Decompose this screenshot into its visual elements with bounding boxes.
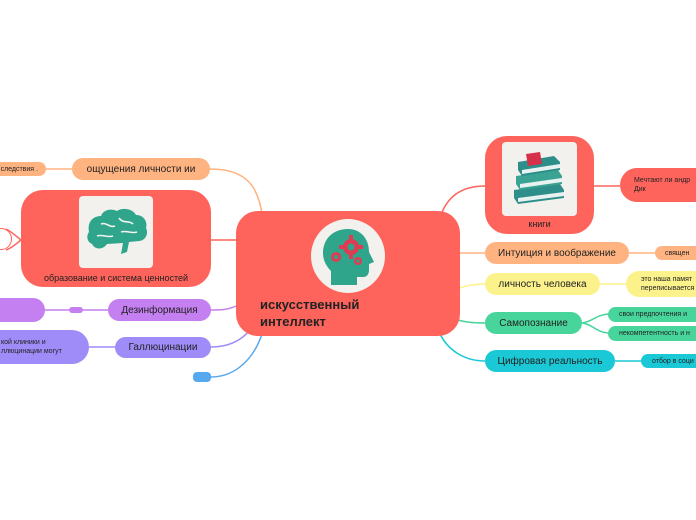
topic-feelings-label: ощущения личности ии xyxy=(86,163,196,175)
topic-disinformation-label: Дезинформация xyxy=(121,304,198,316)
central-topic[interactable]: искусственный интеллект xyxy=(236,211,460,336)
topic-hallucinations-label: Галлюцинации xyxy=(128,342,198,353)
leaf-feelings[interactable]: следствия . xyxy=(0,162,46,176)
leaf-selfknowledge-1[interactable]: свои предпочтения и xyxy=(608,307,696,322)
central-icon-frame xyxy=(311,219,385,293)
topic-selfknowledge[interactable]: Самопознание xyxy=(485,312,582,334)
brain-icon xyxy=(87,208,148,254)
topic-personality-label: личность человека xyxy=(498,278,587,290)
topic-intuition[interactable]: Интуиция и воображение xyxy=(485,242,629,264)
topic-education[interactable]: образование и система ценностей xyxy=(21,190,211,287)
leaf-books[interactable]: Мечтают ли андр Дик xyxy=(620,168,696,202)
topic-digital[interactable]: Цифровая реальность xyxy=(485,350,615,372)
topic-books-label: книги xyxy=(528,219,551,229)
topic-education-label: образование и система ценностей xyxy=(43,273,189,283)
topic-books[interactable]: книги xyxy=(485,136,594,234)
leaf-disinformation-large[interactable] xyxy=(0,298,45,322)
education-image-frame xyxy=(79,196,153,268)
topic-feelings[interactable]: ощущения личности ии xyxy=(72,158,210,180)
books-image-frame xyxy=(502,142,577,216)
central-title: искусственный интеллект xyxy=(260,297,360,329)
leaf-intuition[interactable]: священ xyxy=(655,246,696,260)
leaf-disinformation-small[interactable] xyxy=(69,307,83,313)
leaf-digital[interactable]: отбор в соци xyxy=(641,354,696,368)
topic-hallucinations[interactable]: Галлюцинации xyxy=(115,337,211,358)
leaf-selfknowledge-2[interactable]: некомпетентность и н xyxy=(608,326,696,341)
topic-blue-empty[interactable] xyxy=(193,372,211,382)
books-icon xyxy=(514,152,564,204)
topic-intuition-label: Интуиция и воображение xyxy=(498,247,616,259)
topic-selfknowledge-label: Самопознание xyxy=(499,317,568,329)
leaf-personality[interactable]: это наша памят переписывается xyxy=(626,271,696,297)
topic-disinformation[interactable]: Дезинформация xyxy=(108,299,211,321)
head-gears-icon xyxy=(323,229,374,285)
topic-personality[interactable]: личность человека xyxy=(485,273,600,295)
topic-digital-label: Цифровая реальность xyxy=(497,355,603,367)
leaf-hallucinations[interactable]: кой клиники и ллюцинации могут xyxy=(0,330,89,364)
